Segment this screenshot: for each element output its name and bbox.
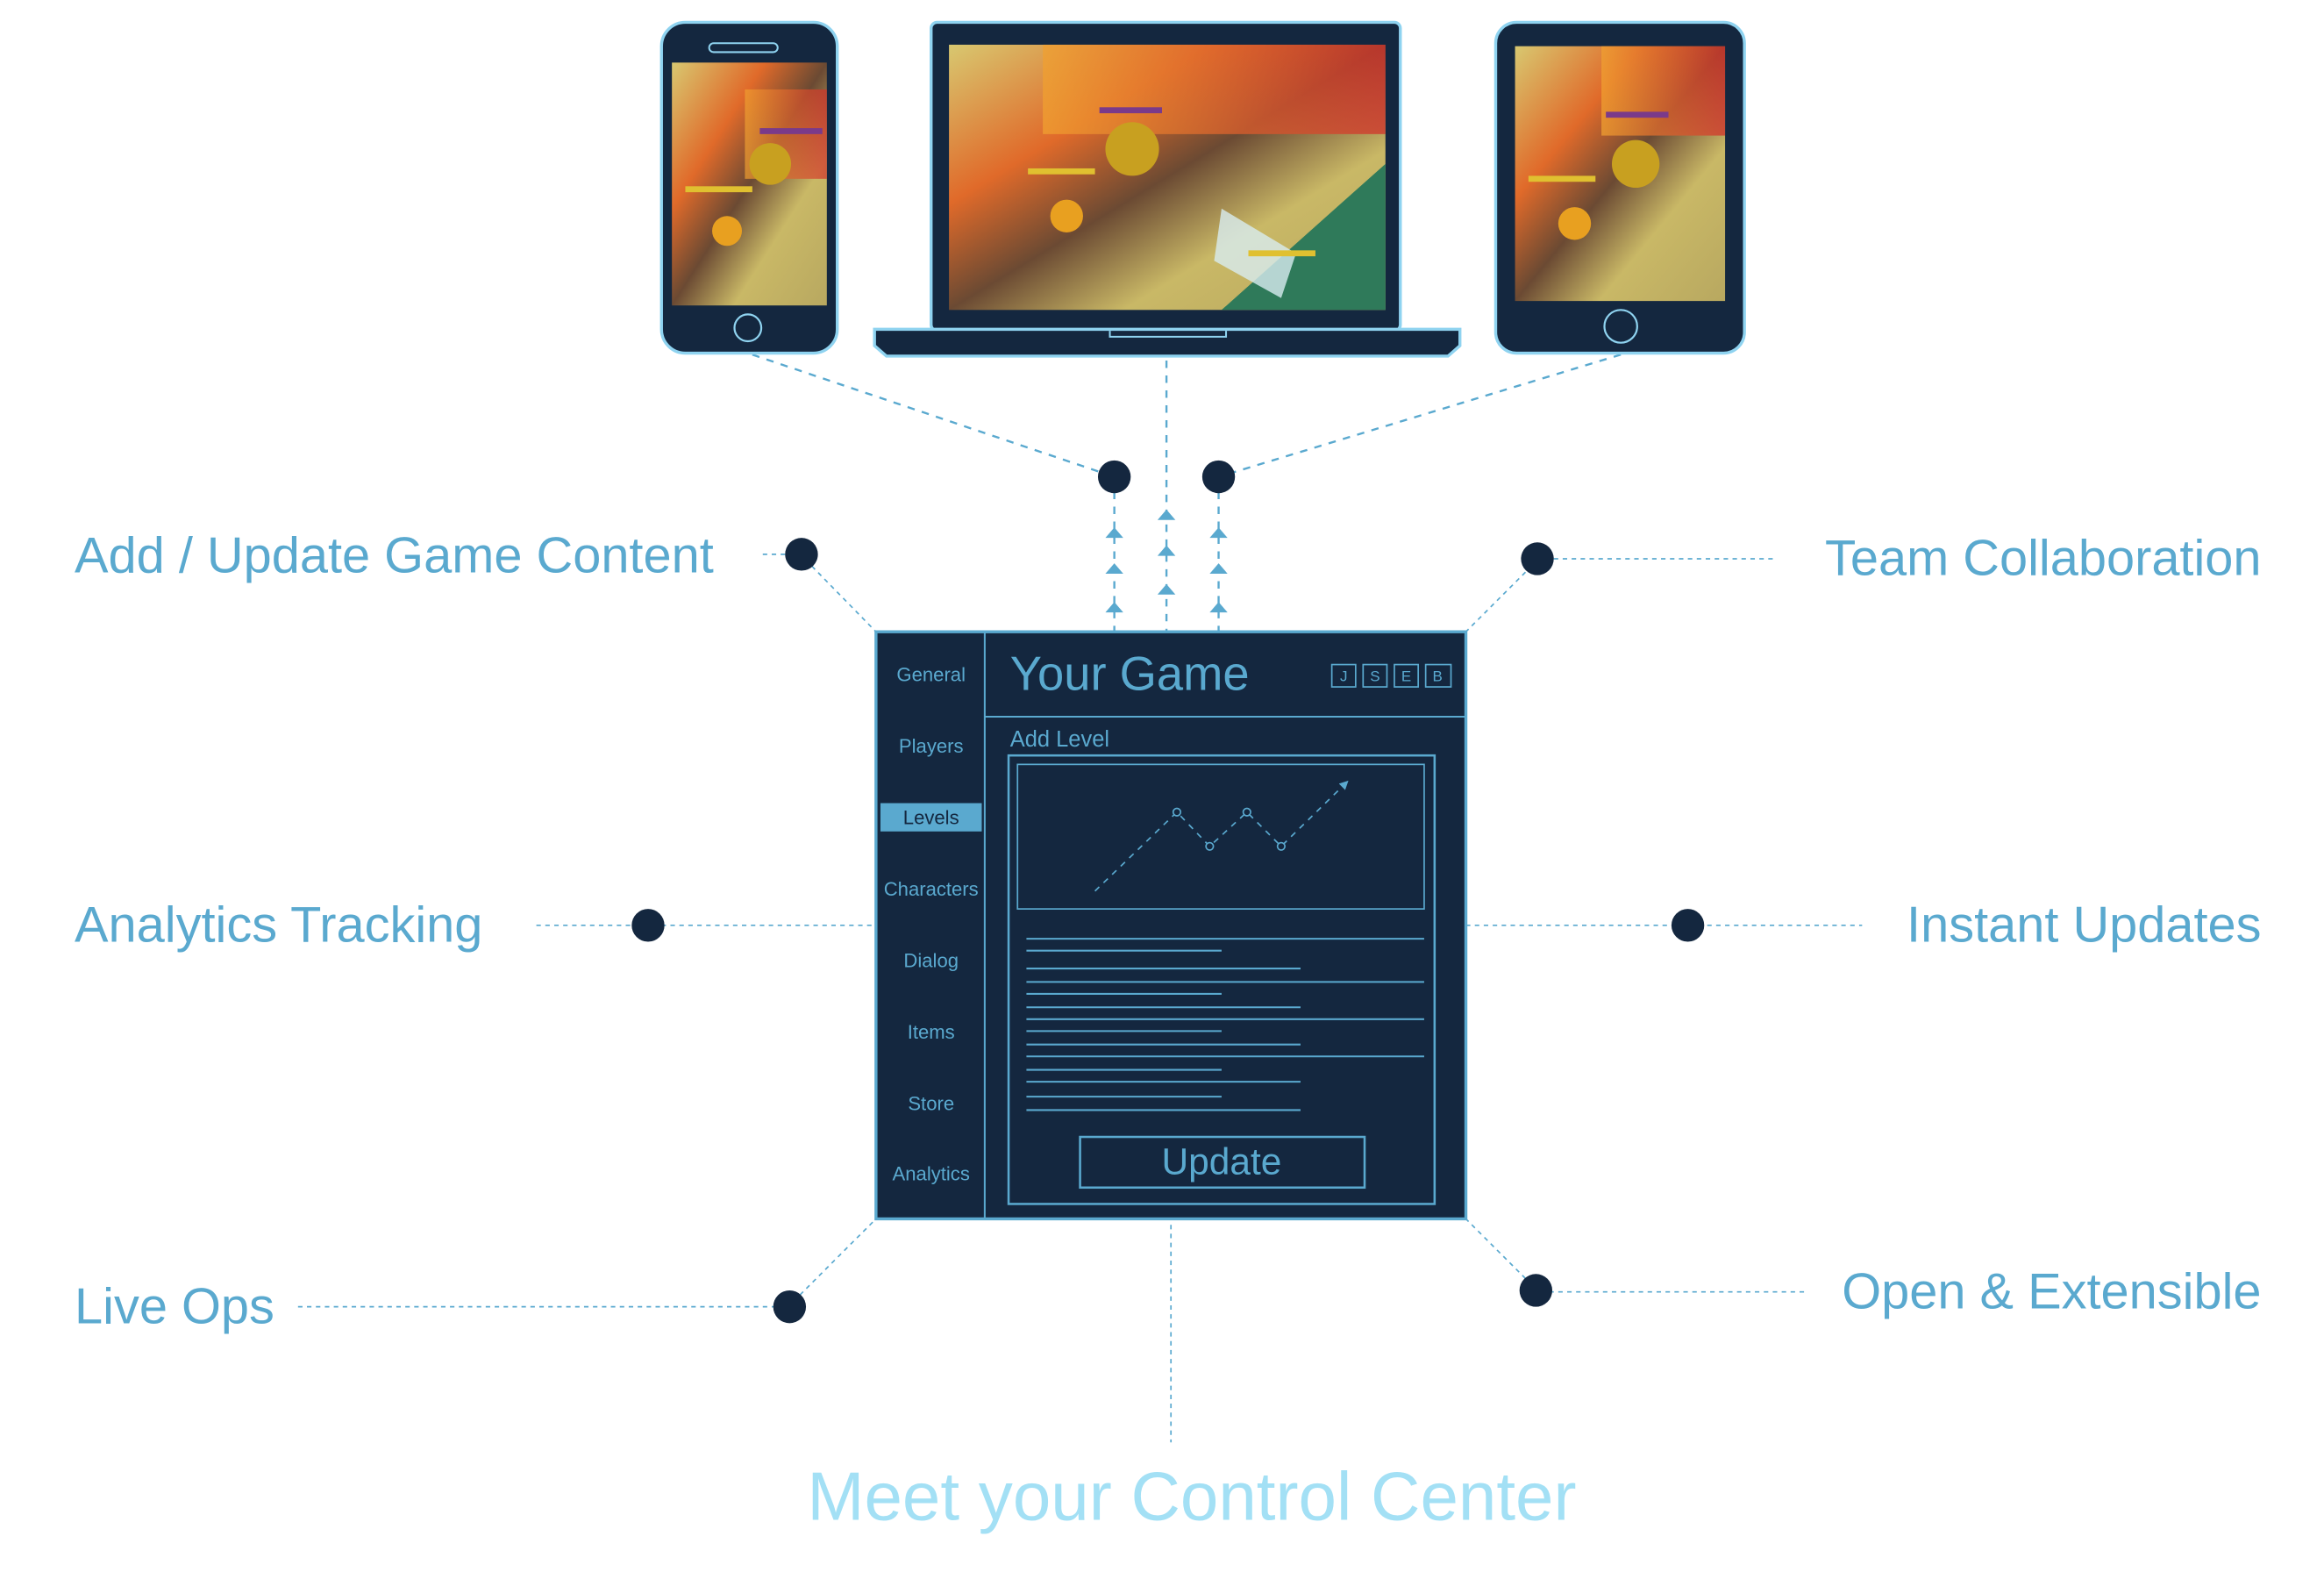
badge-j-label: J: [1340, 668, 1347, 684]
badge-j[interactable]: [1330, 663, 1357, 688]
caption: Meet your Control Center: [807, 1458, 1576, 1535]
upload-arrows: [1105, 509, 1228, 613]
badge-s-label: S: [1370, 668, 1379, 684]
badge-e[interactable]: [1394, 663, 1420, 688]
section-title: Add Level: [1010, 727, 1109, 752]
badge-b-label: B: [1433, 668, 1443, 684]
badge-group: J S E B: [1330, 663, 1452, 688]
badge-e-label: E: [1401, 668, 1411, 684]
sidebar-item-players[interactable]: Players: [899, 735, 964, 757]
sidebar-item-items[interactable]: Items: [908, 1021, 955, 1043]
connector-dots: [631, 460, 1705, 1324]
laptop-device: [873, 20, 1462, 358]
phone-device: [659, 20, 839, 355]
tablet-device: [1493, 20, 1746, 355]
form-lines: [1026, 938, 1424, 1111]
sidebar-item-characters[interactable]: Characters: [884, 878, 979, 900]
sidebar-item-store[interactable]: Store: [908, 1092, 954, 1114]
feature-analytics-tracking: Analytics Tracking: [75, 897, 482, 954]
feature-instant-updates: Instant Updates: [1907, 897, 2262, 954]
feature-team-collaboration: Team Collaboration: [1825, 531, 2262, 587]
trend-line: [1094, 780, 1349, 892]
update-button-label: Update: [1161, 1140, 1281, 1182]
badge-b[interactable]: [1424, 663, 1452, 688]
chart-preview: [1016, 763, 1425, 910]
sidebar-item-analytics[interactable]: Analytics: [893, 1162, 970, 1184]
control-panel: Your Game J S E B General Players Levels…: [874, 630, 1468, 1221]
update-button[interactable]: [1079, 1135, 1366, 1190]
sidebar-item-dialog[interactable]: Dialog: [903, 949, 959, 971]
sidebar-active-highlight: [880, 803, 982, 832]
connectors: [297, 354, 1863, 1443]
sidebar: General Players Levels Characters Dialog…: [880, 663, 982, 1184]
feature-live-ops: Live Ops: [75, 1278, 274, 1334]
feature-add-update-content: Add / Update Game Content: [75, 527, 714, 583]
chart-points: [1172, 807, 1286, 851]
badge-s[interactable]: [1362, 663, 1388, 688]
panel-title: Your Game: [1010, 647, 1250, 700]
feature-open-extensible: Open & Extensible: [1842, 1263, 2261, 1319]
sidebar-item-general[interactable]: General: [896, 663, 966, 685]
sidebar-item-levels[interactable]: Levels: [903, 806, 959, 828]
